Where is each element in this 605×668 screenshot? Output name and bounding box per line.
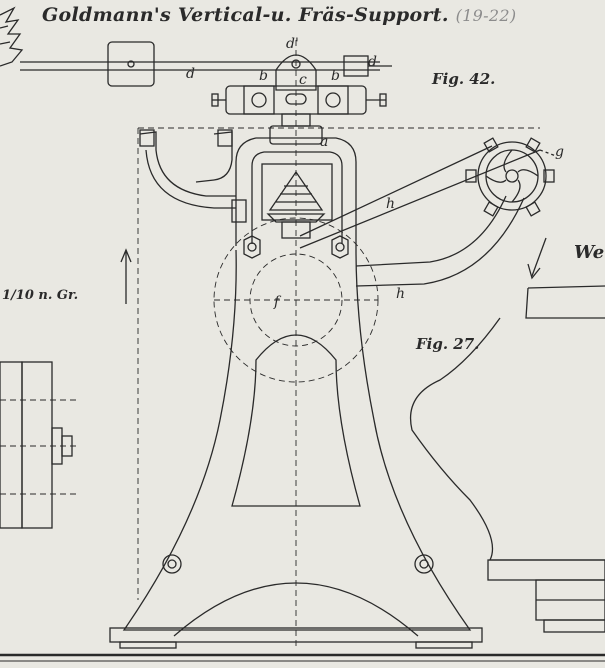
part-letter-b-left: b <box>259 68 268 84</box>
plate-title-ref: (19-22) <box>455 6 517 25</box>
part-letter-c: c <box>299 72 307 88</box>
right-arm <box>355 195 525 287</box>
cut-off-word: We <box>574 242 605 263</box>
part-letter-d-left: d <box>186 66 195 82</box>
part-letter-d-prime: d' <box>286 36 299 52</box>
bottom-rule <box>0 653 605 662</box>
part-letter-d-right: d <box>368 54 377 70</box>
part-letter-b-right: b <box>331 68 340 84</box>
scale-label: 1/10 n. Gr. <box>2 288 79 303</box>
figure-label-main: Fig. 27. <box>416 335 480 353</box>
spindle-collar <box>269 113 323 145</box>
figure-label-top: Fig. 42. <box>432 70 496 88</box>
part-letter-h-lower: h <box>396 286 406 302</box>
left-elevation <box>0 361 73 529</box>
part-letter-f: f <box>274 294 280 310</box>
gear-box <box>261 163 333 239</box>
machine-fragment-right <box>409 285 605 633</box>
cutter-fragment <box>0 6 24 67</box>
left-bracket <box>139 129 247 223</box>
plate-title: Goldmann's Vertical-u. Fräs-Support. (19… <box>42 4 516 26</box>
part-letter-a: a <box>320 134 329 150</box>
counterweight <box>107 41 155 87</box>
rod-d <box>20 41 392 87</box>
hub-nuts <box>243 235 349 259</box>
direction-arrows <box>120 237 547 304</box>
column-frame <box>235 137 357 250</box>
part-letter-h-upper: h <box>386 196 396 212</box>
construction-lines <box>0 40 540 650</box>
belts-h <box>299 145 557 249</box>
plate-title-text: Goldmann's Vertical-u. Fräs-Support. <box>42 4 449 26</box>
part-letter-g: g <box>555 144 564 160</box>
rod-clamp <box>343 55 369 77</box>
